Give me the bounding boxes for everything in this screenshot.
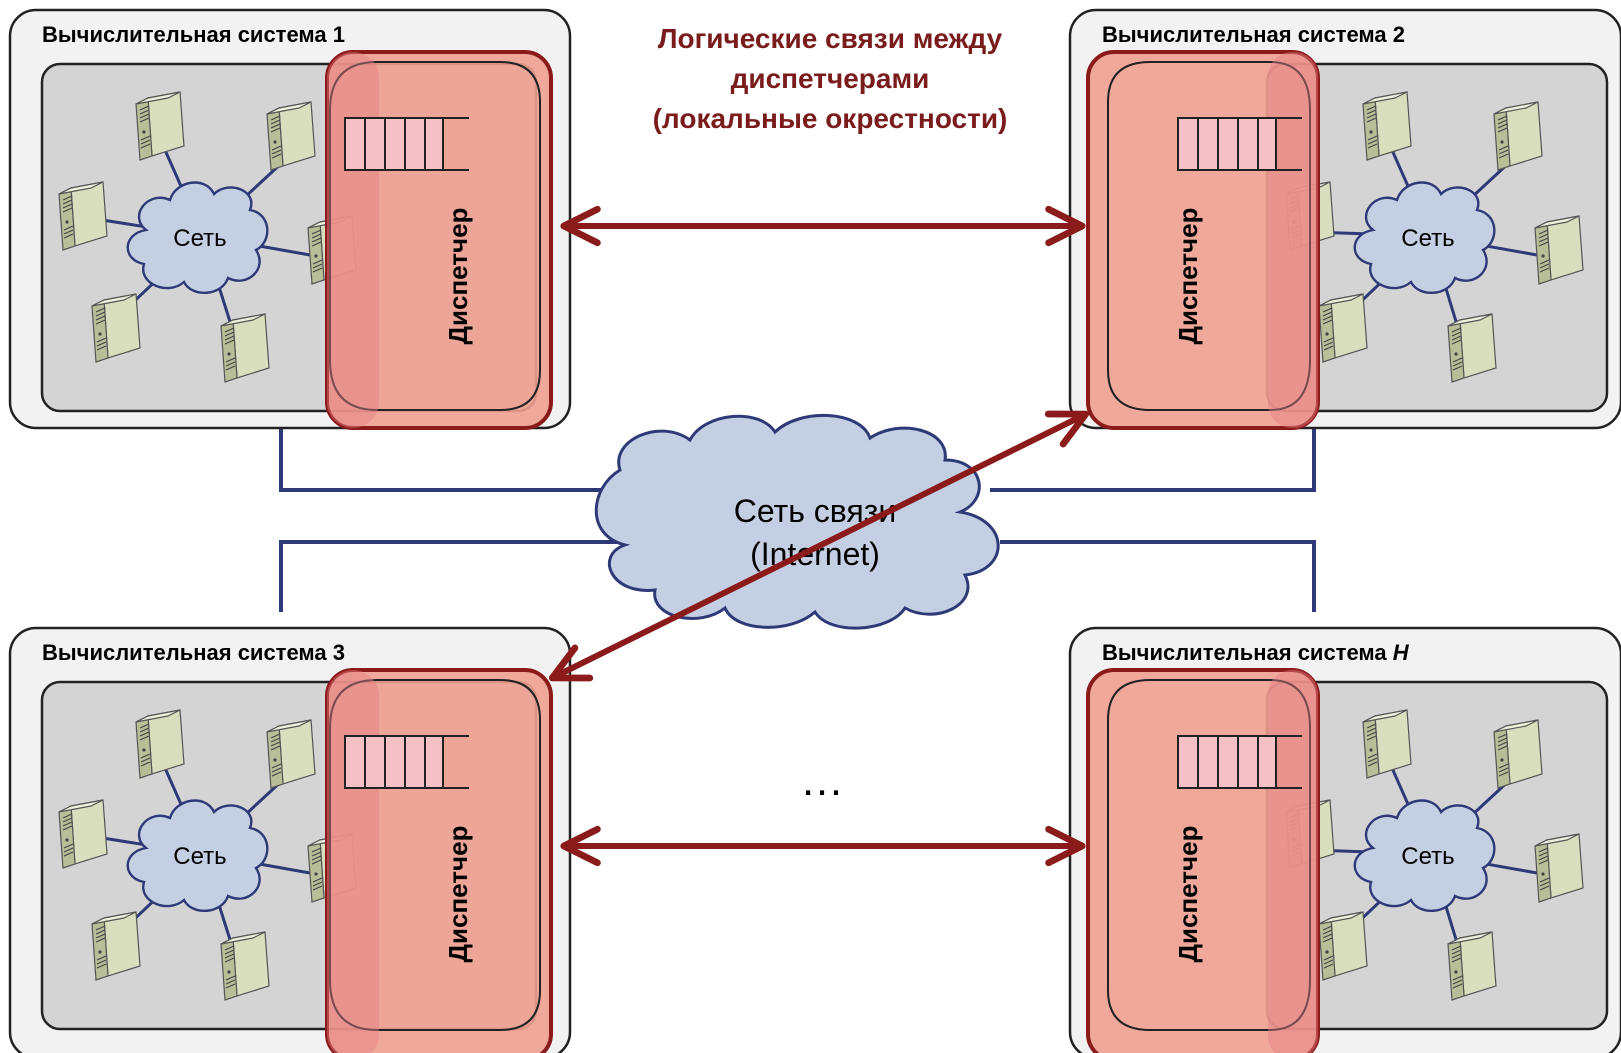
system-1-title: Вычислительная система 1 — [42, 22, 345, 47]
system-2-dispatcher: Диспетчер — [1086, 50, 1320, 430]
system-n-dispatcher: Диспетчер — [1086, 668, 1320, 1053]
system-n-network-label: Сеть — [1401, 843, 1454, 870]
system-n-title: Вычислительная система Н — [1102, 640, 1410, 665]
logical-links — [548, 205, 1090, 867]
title-line-2: диспетчерами — [731, 63, 930, 94]
system-n-title-index: Н — [1393, 640, 1410, 665]
wire-system-3 — [279, 540, 630, 612]
system-1-dispatcher-label: Диспетчер — [443, 208, 473, 345]
system-n: Вычислительная система Н Сеть Диспетчер — [1068, 626, 1621, 1053]
central-network-subtitle: (Internet) — [750, 536, 880, 572]
system-2-network-label: Сеть — [1401, 225, 1454, 252]
system-3-title: Вычислительная система 3 — [42, 640, 345, 665]
system-3-network-label: Сеть — [173, 843, 226, 870]
wire-system-1 — [279, 428, 640, 492]
system-1: Вычислительная система 1 Сеть Диспетчер — [8, 8, 572, 430]
central-network-cloud: Сеть связи (Internet) — [594, 414, 1000, 630]
title-line-3: (локальные окрестности) — [653, 103, 1008, 134]
network-wires — [279, 428, 1316, 612]
more-systems-ellipsis: … — [800, 756, 850, 805]
system-2-dispatcher-label: Диспетчер — [1173, 208, 1203, 345]
system-2-title: Вычислительная система 2 — [1102, 22, 1405, 47]
central-network-title: Сеть связи — [734, 493, 897, 529]
system-n-dispatcher-label: Диспетчер — [1173, 826, 1203, 963]
system-3-dispatcher-label: Диспетчер — [443, 826, 473, 963]
system-3-dispatcher: Диспетчер — [325, 668, 553, 1053]
wire-system-n — [1000, 540, 1316, 612]
system-2: Вычислительная система 2 Сеть Диспетчер — [1068, 8, 1621, 430]
logical-links-title: Логические связи между диспетчерами (лок… — [653, 23, 1008, 134]
system-1-network-label: Сеть — [173, 225, 226, 252]
link-2-3-arrow — [548, 410, 1090, 682]
system-1-dispatcher: Диспетчер — [325, 50, 553, 430]
system-n-title-prefix: Вычислительная система — [1102, 640, 1393, 665]
title-line-1: Логические связи между — [658, 23, 1003, 54]
wire-system-2 — [990, 428, 1316, 492]
system-3: Вычислительная система 3 Сеть Диспетчер — [8, 626, 572, 1053]
